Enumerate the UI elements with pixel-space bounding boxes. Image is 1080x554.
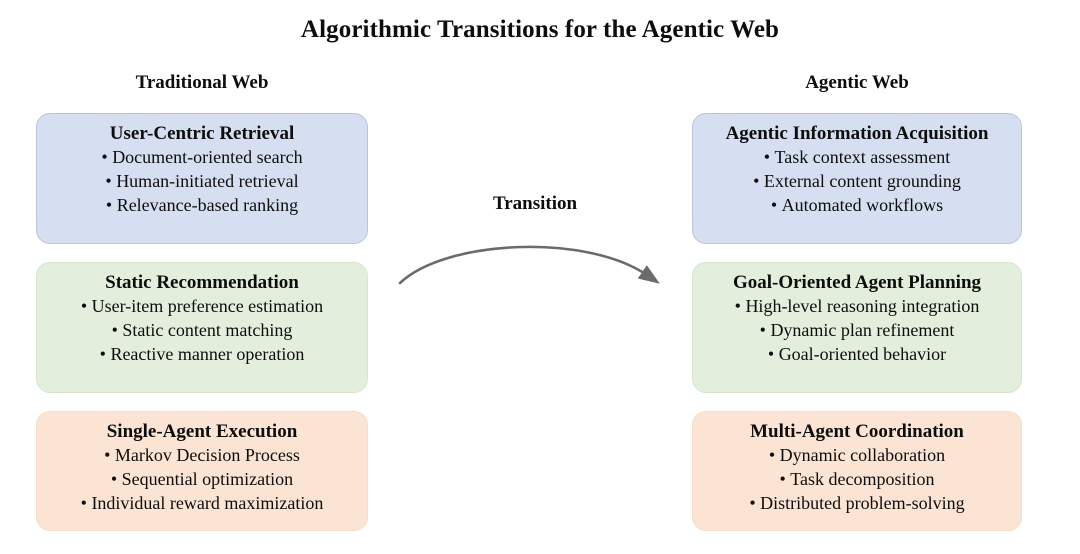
list-item: Human-initiated retrieval xyxy=(37,170,367,194)
list-item: Individual reward maximization xyxy=(37,492,367,516)
list-item: Distributed problem-solving xyxy=(693,492,1021,516)
concept-box-title: User-Centric Retrieval xyxy=(109,123,295,144)
column-header-agentic-web: Agentic Web xyxy=(805,72,909,93)
concept-box-bullet-list: Task context assessment External content… xyxy=(693,146,1021,217)
concept-box-title: Goal-Oriented Agent Planning xyxy=(732,272,982,293)
concept-box-title: Single-Agent Execution xyxy=(106,421,298,442)
list-item: Automated workflows xyxy=(693,194,1021,218)
transition-arrow-icon xyxy=(398,245,660,285)
list-item: User-item preference estimation xyxy=(37,295,367,319)
list-item: Document-oriented search xyxy=(37,146,367,170)
transition-label: Transition xyxy=(492,193,578,214)
concept-box-agentic-row-1: Agentic Information Acquisition Task con… xyxy=(692,113,1022,244)
list-item: Sequential optimization xyxy=(37,468,367,492)
concept-box-title: Agentic Information Acquisition xyxy=(725,123,989,144)
concept-box-traditional-row-1: User-Centric Retrieval Document-oriented… xyxy=(36,113,368,244)
list-item: Markov Decision Process xyxy=(37,444,367,468)
list-item: High-level reasoning integration xyxy=(693,295,1021,319)
list-item: Task decomposition xyxy=(693,468,1021,492)
list-item: Dynamic collaboration xyxy=(693,444,1021,468)
concept-box-bullet-list: Dynamic collaboration Task decomposition… xyxy=(693,444,1021,515)
concept-box-traditional-row-2: Static Recommendation User-item preferen… xyxy=(36,262,368,393)
page-title: Algorithmic Transitions for the Agentic … xyxy=(300,16,780,43)
column-header-traditional-web: Traditional Web xyxy=(135,72,269,93)
concept-box-bullet-list: User-item preference estimation Static c… xyxy=(37,295,367,366)
concept-box-traditional-row-3: Single-Agent Execution Markov Decision P… xyxy=(36,411,368,531)
list-item: Task context assessment xyxy=(693,146,1021,170)
concept-box-title: Multi-Agent Coordination xyxy=(750,421,964,442)
list-item: Goal-oriented behavior xyxy=(693,343,1021,367)
list-item: Dynamic plan refinement xyxy=(693,319,1021,343)
list-item: Reactive manner operation xyxy=(37,343,367,367)
concept-box-agentic-row-3: Multi-Agent Coordination Dynamic collabo… xyxy=(692,411,1022,531)
concept-box-bullet-list: High-level reasoning integration Dynamic… xyxy=(693,295,1021,366)
concept-box-bullet-list: Document-oriented search Human-initiated… xyxy=(37,146,367,217)
concept-box-title: Static Recommendation xyxy=(105,272,299,293)
list-item: Relevance-based ranking xyxy=(37,194,367,218)
list-item: External content grounding xyxy=(693,170,1021,194)
concept-box-bullet-list: Markov Decision Process Sequential optim… xyxy=(37,444,367,515)
list-item: Static content matching xyxy=(37,319,367,343)
concept-box-agentic-row-2: Goal-Oriented Agent Planning High-level … xyxy=(692,262,1022,393)
